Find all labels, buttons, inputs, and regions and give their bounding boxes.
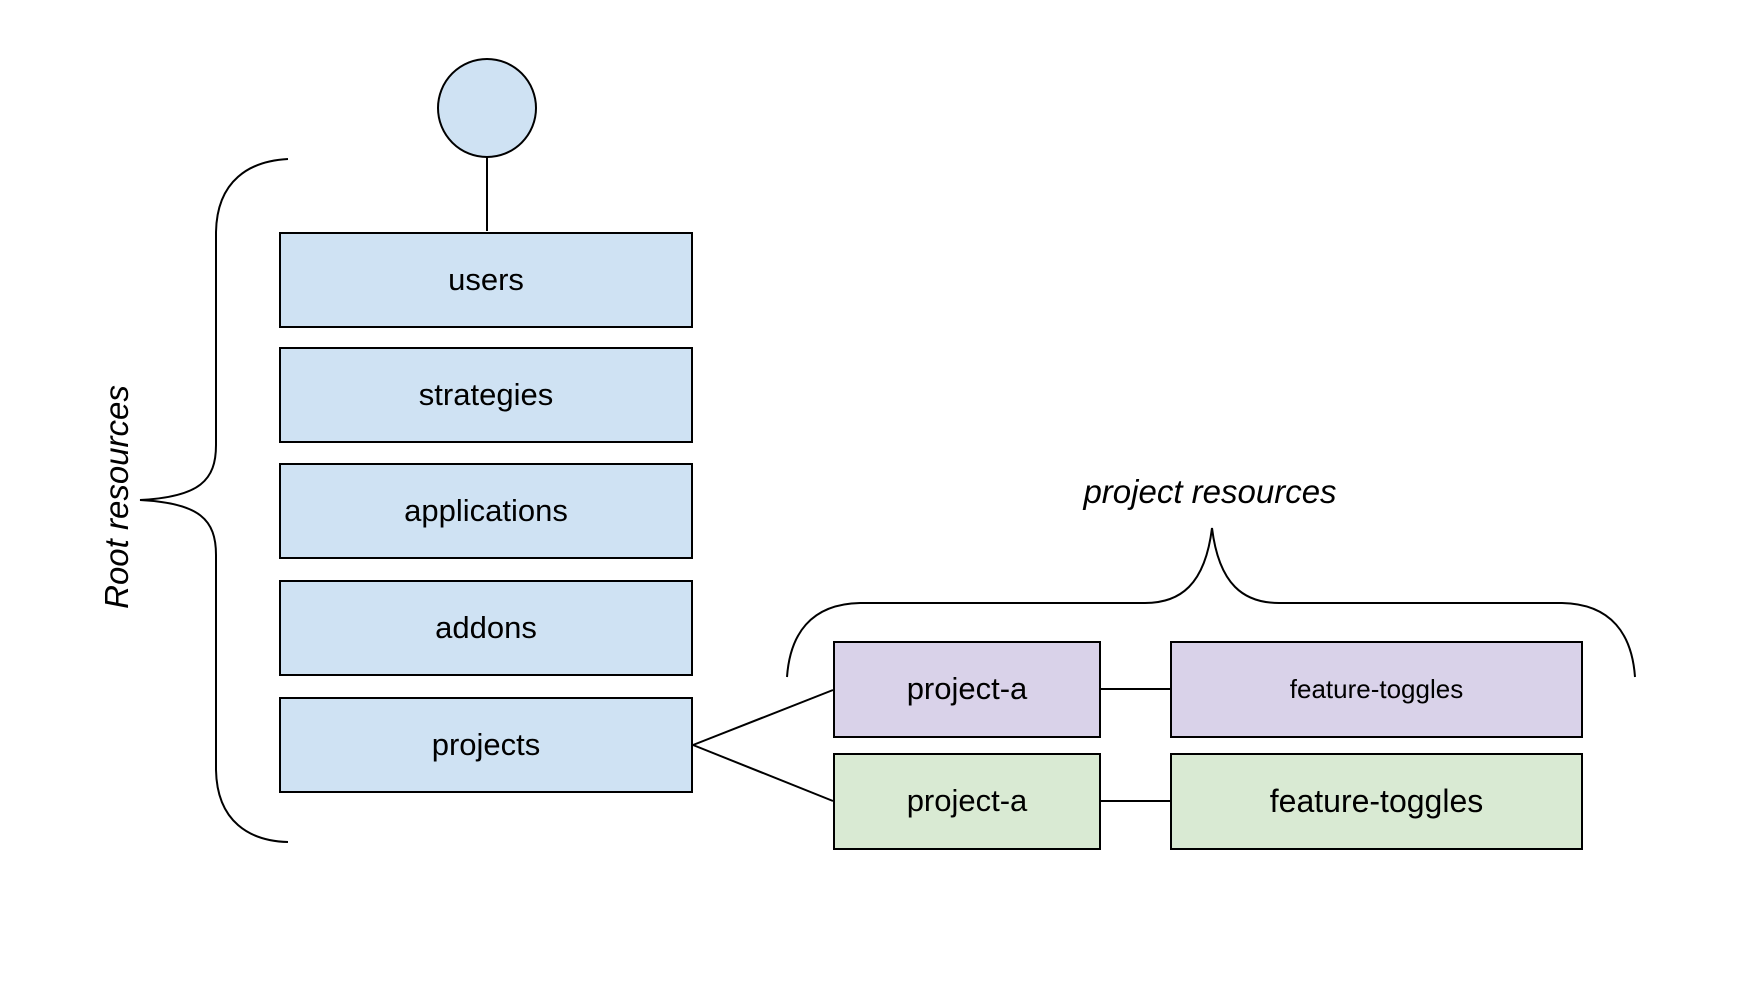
- root-resources-label: Root resources: [98, 385, 135, 609]
- box-label: feature-toggles: [1269, 782, 1484, 819]
- root-resource-box-users: users: [279, 232, 693, 328]
- project-resources-label: project resources: [1083, 473, 1337, 510]
- box-label: applications: [404, 492, 568, 528]
- projects-fan-line-lower: [692, 744, 834, 802]
- project-a-purple-box: project-a: [833, 641, 1101, 738]
- feature-toggles-purple-box: feature-toggles: [1170, 641, 1583, 738]
- root-resource-box-addons: addons: [279, 580, 693, 676]
- root-resource-box-projects: projects: [279, 697, 693, 793]
- left-brace: [139, 158, 289, 843]
- box-label: addons: [435, 609, 537, 645]
- actor-circle: [437, 58, 537, 158]
- right-brace: [786, 527, 1636, 678]
- box-label: users: [448, 261, 524, 297]
- root-resource-box-applications: applications: [279, 463, 693, 559]
- project-a-green-box: project-a: [833, 753, 1101, 850]
- root-resource-box-strategies: strategies: [279, 347, 693, 443]
- projects-fan-line-upper: [692, 689, 834, 746]
- box-label: project-a: [906, 671, 1028, 707]
- feature-toggles-green-box: feature-toggles: [1170, 753, 1583, 850]
- box-label: projects: [431, 726, 541, 762]
- box-label: project-a: [906, 783, 1028, 819]
- box-label: feature-toggles: [1289, 674, 1464, 705]
- box-label: strategies: [418, 376, 554, 412]
